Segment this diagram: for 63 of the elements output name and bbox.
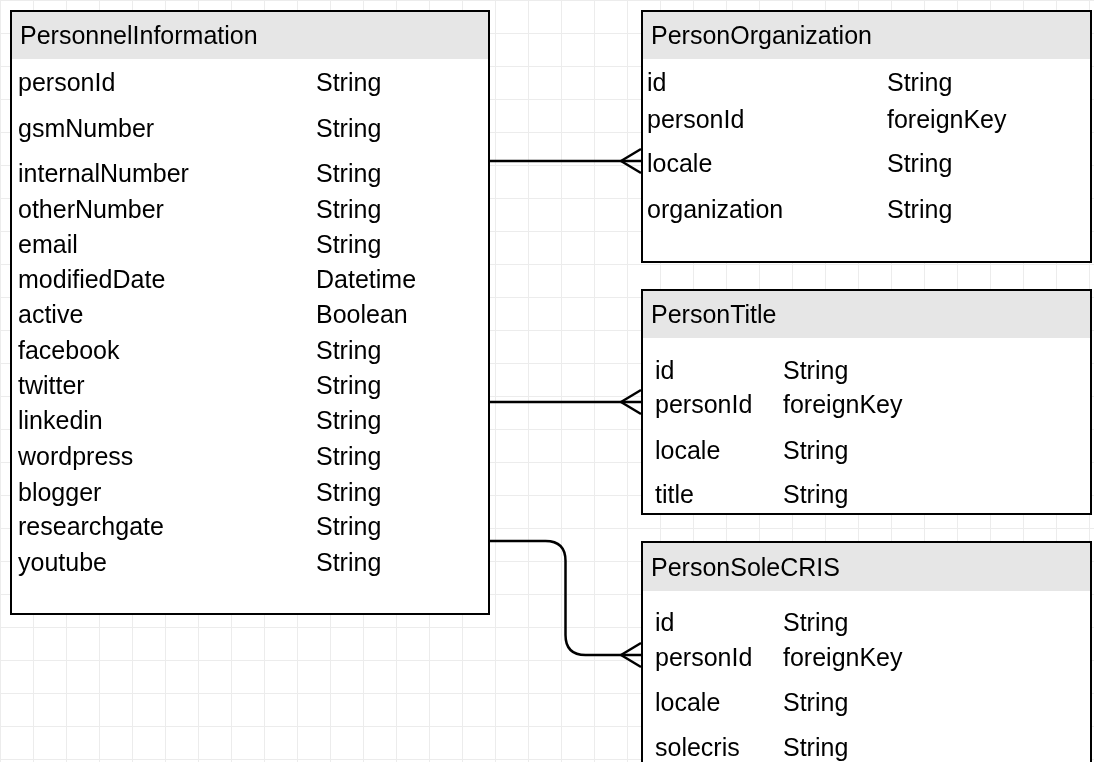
field-type: String bbox=[316, 197, 382, 222]
field-name: linkedin bbox=[18, 408, 103, 433]
field-type: String bbox=[316, 232, 382, 257]
field-name: personId bbox=[655, 645, 753, 670]
field-type: String bbox=[316, 514, 382, 539]
field-type: String bbox=[887, 197, 953, 222]
field-type: String bbox=[316, 550, 382, 575]
field-type: String bbox=[316, 161, 382, 186]
relationship-line bbox=[490, 147, 643, 175]
entity-table bbox=[641, 289, 1092, 515]
relationship-line bbox=[490, 539, 643, 669]
entity-table bbox=[10, 10, 490, 615]
field-type: Datetime bbox=[316, 267, 417, 292]
table-header: PersonTitle bbox=[643, 291, 1090, 338]
field-type: foreignKey bbox=[783, 392, 903, 417]
table-header: PersonOrganization bbox=[643, 12, 1090, 59]
field-name: id bbox=[647, 70, 667, 95]
field-name: twitter bbox=[18, 373, 85, 398]
field-name: gsmNumber bbox=[18, 116, 155, 141]
field-name: facebook bbox=[18, 338, 120, 363]
field-name: otherNumber bbox=[18, 197, 164, 222]
field-name: organization bbox=[647, 197, 784, 222]
field-name: id bbox=[655, 358, 675, 383]
field-name: locale bbox=[655, 438, 721, 463]
field-name: locale bbox=[647, 151, 713, 176]
field-name: researchgate bbox=[18, 514, 164, 539]
field-name: id bbox=[655, 610, 675, 635]
field-type: String bbox=[783, 690, 849, 715]
field-type: foreignKey bbox=[887, 107, 1007, 132]
field-name: personId bbox=[647, 107, 745, 132]
field-type: String bbox=[316, 444, 382, 469]
field-name: personId bbox=[18, 70, 116, 95]
field-type: String bbox=[316, 338, 382, 363]
field-type: foreignKey bbox=[783, 645, 903, 670]
field-type: Boolean bbox=[316, 302, 408, 327]
field-type: String bbox=[316, 70, 382, 95]
field-type: String bbox=[316, 408, 382, 433]
field-name: blogger bbox=[18, 480, 102, 505]
field-name: internalNumber bbox=[18, 161, 189, 186]
field-name: modifiedDate bbox=[18, 267, 166, 292]
table-header: PersonSoleCRIS bbox=[643, 543, 1090, 591]
field-type: String bbox=[887, 70, 953, 95]
field-name: active bbox=[18, 302, 84, 327]
relationship-line bbox=[490, 388, 643, 416]
entity-table bbox=[641, 541, 1092, 762]
field-type: String bbox=[783, 358, 849, 383]
field-name: email bbox=[18, 232, 78, 257]
field-name: wordpress bbox=[18, 444, 134, 469]
field-type: String bbox=[783, 438, 849, 463]
field-type: String bbox=[783, 610, 849, 635]
field-type: String bbox=[316, 480, 382, 505]
field-name: title bbox=[655, 482, 694, 507]
field-type: String bbox=[783, 735, 849, 760]
field-type: String bbox=[316, 373, 382, 398]
field-name: solecris bbox=[655, 735, 740, 760]
field-type: String bbox=[783, 482, 849, 507]
entity-table bbox=[641, 10, 1092, 263]
table-header: PersonnelInformation bbox=[12, 12, 488, 59]
field-name: personId bbox=[655, 392, 753, 417]
field-type: String bbox=[887, 151, 953, 176]
field-name: youtube bbox=[18, 550, 107, 575]
field-type: String bbox=[316, 116, 382, 141]
field-name: locale bbox=[655, 690, 721, 715]
